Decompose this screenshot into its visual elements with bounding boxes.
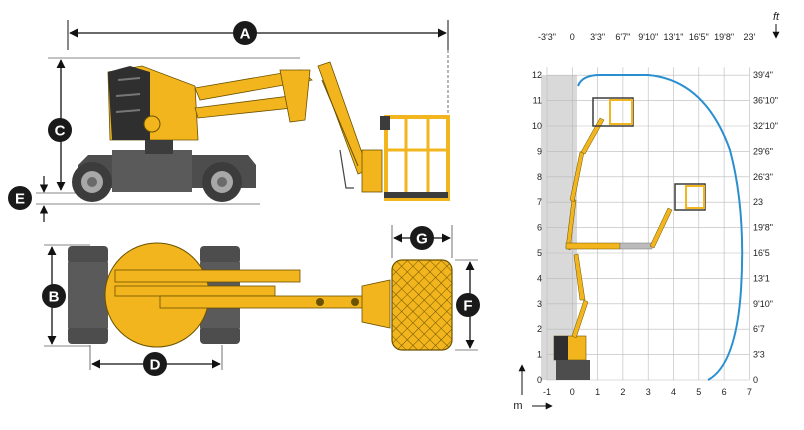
y-tick-label-ft: 36'10" [753,96,778,106]
dim-label-d: D [150,357,161,374]
x-tick-label-m: 1 [595,387,600,397]
x-tick-label-m: 6 [722,387,727,397]
x-tick-label-ft: 9'10" [638,32,658,42]
dim-label-c: C [55,123,66,140]
x-tick-label-m: 2 [620,387,625,397]
side-chassis [72,150,256,202]
x-tick-label-ft: 13'1" [664,32,684,42]
side-basket [380,115,450,201]
dimension-a: A [67,20,449,200]
y-tick-label-m: 2 [537,324,542,334]
chart-grid [546,67,750,381]
y-tick-label-ft: 9'10" [753,299,773,309]
dimension-f: F [455,259,480,351]
x-tick-label-ft: 19'8" [714,32,734,42]
side-view: A C E [8,20,450,222]
y-tick-label-ft: 16'5 [753,248,770,258]
lift-max-height [553,97,634,380]
unit-metric-label: m [513,400,522,412]
y-tick-label-ft: 0 [753,375,758,385]
y-tick-label-ft: 13'1 [753,273,770,283]
y-tick-labels-ft: 0 3'3 6'7 9'10" 13'1 16'5 19'8" 23 26'3" 29'6" 32'… [753,70,778,385]
y-tick-label-ft: 6'7 [753,324,765,334]
reach-envelope-line [577,74,744,381]
y-tick-label-m: 4 [537,273,542,283]
unit-imperial-label: ft [773,11,780,23]
dimension-d: D [89,345,223,376]
dim-label-b: B [49,289,60,306]
y-tick-label-ft: 29'6" [753,146,773,156]
side-turret [107,65,199,154]
side-boom [194,61,383,193]
y-tick-label-m: 0 [537,375,542,385]
y-tick-label-m: 5 [537,248,542,258]
x-tick-label-ft: 0 [570,32,575,42]
top-basket [391,259,453,351]
y-tick-label-ft: 23 [753,197,763,207]
y-tick-label-ft: 26'3" [753,172,773,182]
y-tick-label-m: 7 [537,197,542,207]
y-tick-label-m: 11 [533,96,542,106]
y-tick-label-ft: 19'8" [753,223,773,233]
y-tick-label-ft: 32'10" [753,121,778,131]
y-tick-label-m: 12 [532,70,542,80]
x-tick-label-ft: -3'3" [538,32,556,42]
top-view: B D F G [42,225,480,376]
top-turret [104,242,391,348]
y-tick-label-m: 6 [537,223,542,233]
x-tick-label-m: 4 [671,387,676,397]
dim-label-a: A [240,26,251,43]
x-tick-label-ft: 3'3" [590,32,605,42]
dimension-c: C [48,57,300,191]
y-tick-label-m: 3 [537,299,542,309]
y-tick-label-m: 9 [537,146,542,156]
x-tick-label-m: 7 [747,387,752,397]
y-tick-label-m: 1 [537,350,542,360]
y-tick-label-m: 10 [532,121,542,131]
y-tick-label-ft: 39'4" [753,70,773,80]
dim-label-e: E [15,191,25,208]
dimension-e: E [8,176,260,222]
x-tick-label-ft: 6'7" [615,32,630,42]
x-tick-label-m: 0 [570,387,575,397]
dimension-g: G [391,225,453,258]
x-tick-label-ft: 23' [744,32,756,42]
x-tick-labels-m: -1 0 1 2 3 4 5 6 7 [543,387,752,397]
dim-label-g: G [416,231,428,248]
x-tick-label-m: 3 [646,387,651,397]
dim-label-f: F [463,298,472,315]
dimension-b: B [42,244,90,347]
x-tick-label-ft: 16'5" [689,32,709,42]
x-tick-label-m: 5 [696,387,701,397]
y-tick-label-m: 8 [537,172,542,182]
lift-max-outreach [565,183,706,250]
x-tick-label-m: -1 [543,387,551,397]
y-tick-label-ft: 3'3 [753,350,765,360]
x-tick-labels-ft: -3'3" 0 3'3" 6'7" 9'10" 13'1" 16'5" 19'8" 23' [538,32,756,42]
